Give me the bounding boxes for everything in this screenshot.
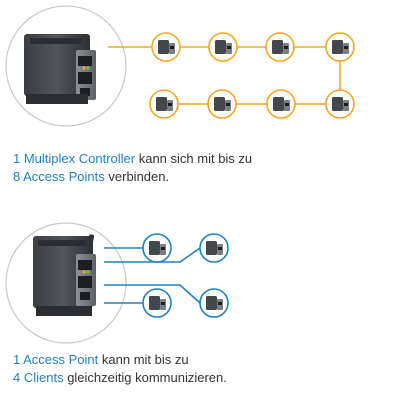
access-point-node [149,89,179,119]
client-node [142,288,172,318]
access-point-nodes [149,32,355,119]
bottom-caption-text-1: kann mit bis zu [98,352,189,367]
access-point-node [325,89,355,119]
top-caption-highlight-1: 1 Multiplex Controller [13,151,136,166]
access-point-node [207,89,237,119]
access-point-node [265,32,295,62]
client-node [199,233,229,263]
client-node [199,288,229,318]
bottom-caption-highlight-2: 4 Clients [13,370,64,385]
bottom-caption-line-1: 1 Access Point kann mit bis zu [13,351,189,369]
client-nodes [142,233,229,318]
bottom-caption-highlight-1: 1 Access Point [13,352,99,367]
access-point-node [208,32,238,62]
access-point-device [33,234,96,316]
top-caption-line-2: 8 Access Points verbinden. [13,168,169,186]
bottom-caption-text-2: gleichzeitig kommunizieren. [63,370,227,385]
client-node [142,233,172,263]
multiplex-controller-device [24,34,96,104]
top-caption-text-1: kann sich mit bis zu [135,151,253,166]
bottom-caption-line-2: 4 Clients gleichzeitig kommunizieren. [13,369,227,387]
top-caption-highlight-2: 8 Access Points [13,169,105,184]
access-point-node [151,32,181,62]
access-point-node [266,89,296,119]
top-caption-text-2: verbinden. [104,169,170,184]
access-point-links [104,247,201,304]
top-caption-line-1: 1 Multiplex Controller kann sich mit bis… [13,150,252,168]
access-point-node [325,32,355,62]
